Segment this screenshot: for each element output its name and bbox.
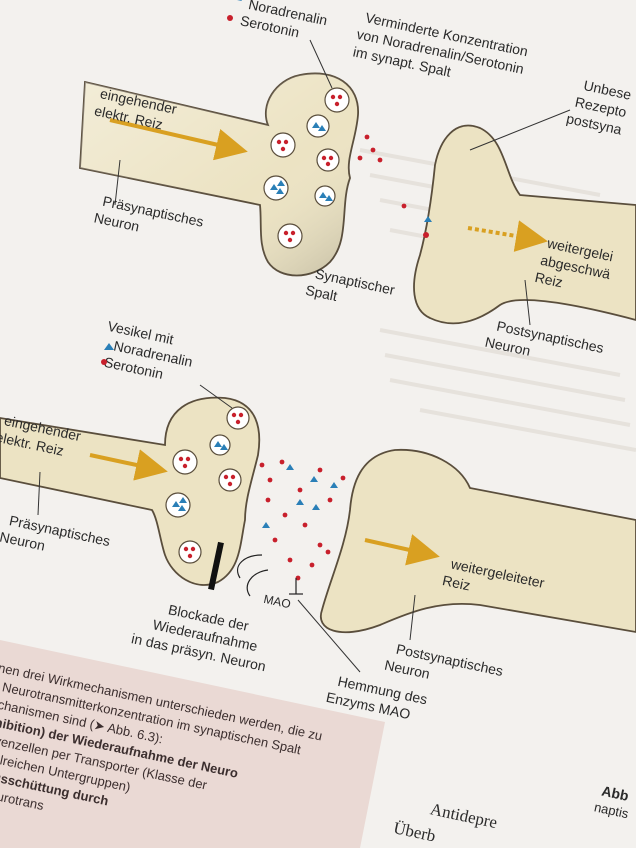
- reuptake-blockade-bar: [208, 541, 224, 591]
- postsynaptic-neuron-bottom: [319, 449, 636, 634]
- figure-ref-text: Abb naptis: [593, 783, 631, 822]
- synaptic-cleft-top-particles: [357, 134, 432, 238]
- forwarded-weak-arrow-top: [467, 220, 548, 252]
- forwarded-arrow-bottom: [364, 534, 440, 566]
- vesicle-serotonin-top-1: [324, 87, 350, 113]
- vesicle-serotonin-bottom-2: [172, 449, 198, 475]
- serotonin-marker-icon: [101, 359, 107, 365]
- vesicle-noradrenalin-top-1: [306, 114, 330, 138]
- synaptic-cleft-bottom-particles: [259, 459, 346, 581]
- leader-lines-top: [114, 39, 571, 326]
- vesicle-serotonin-top-2: [270, 132, 296, 158]
- presynaptic-neuron-bottom: [0, 396, 261, 586]
- vesicle-serotonin-bottom-1: [226, 406, 250, 430]
- figure-ref-naptis: naptis: [593, 799, 631, 821]
- vesicle-noradrenalin-bottom-1: [209, 434, 231, 456]
- caption-background: [0, 640, 385, 848]
- top-synaptic-cleft-label: Synaptischer Spalt: [304, 264, 400, 316]
- vesicle-noradrenalin-top-3: [314, 185, 336, 207]
- reuptake-curved-arrows: [237, 554, 269, 597]
- vesicle-noradrenalin-bottom-2: [165, 492, 191, 518]
- mao-label: MAO: [262, 592, 292, 611]
- vesicle-serotonin-top-4: [277, 223, 303, 249]
- serotonin-marker-icon: [227, 15, 233, 21]
- vesicle-serotonin-bottom-3: [218, 468, 242, 492]
- vesicle-serotonin-top-3: [316, 148, 340, 172]
- incoming-arrow-bottom: [89, 449, 168, 481]
- leader-lines-bottom: [37, 384, 416, 673]
- vesicle-noradrenalin-top-2: [263, 175, 289, 201]
- figure-ref-abb: Abb: [600, 783, 630, 804]
- mao-inhibition-symbol: [289, 578, 303, 595]
- noradrenalin-marker-icon: [104, 343, 114, 350]
- incoming-arrow-top: [109, 118, 248, 161]
- vesicle-serotonin-bottom-4: [178, 540, 202, 564]
